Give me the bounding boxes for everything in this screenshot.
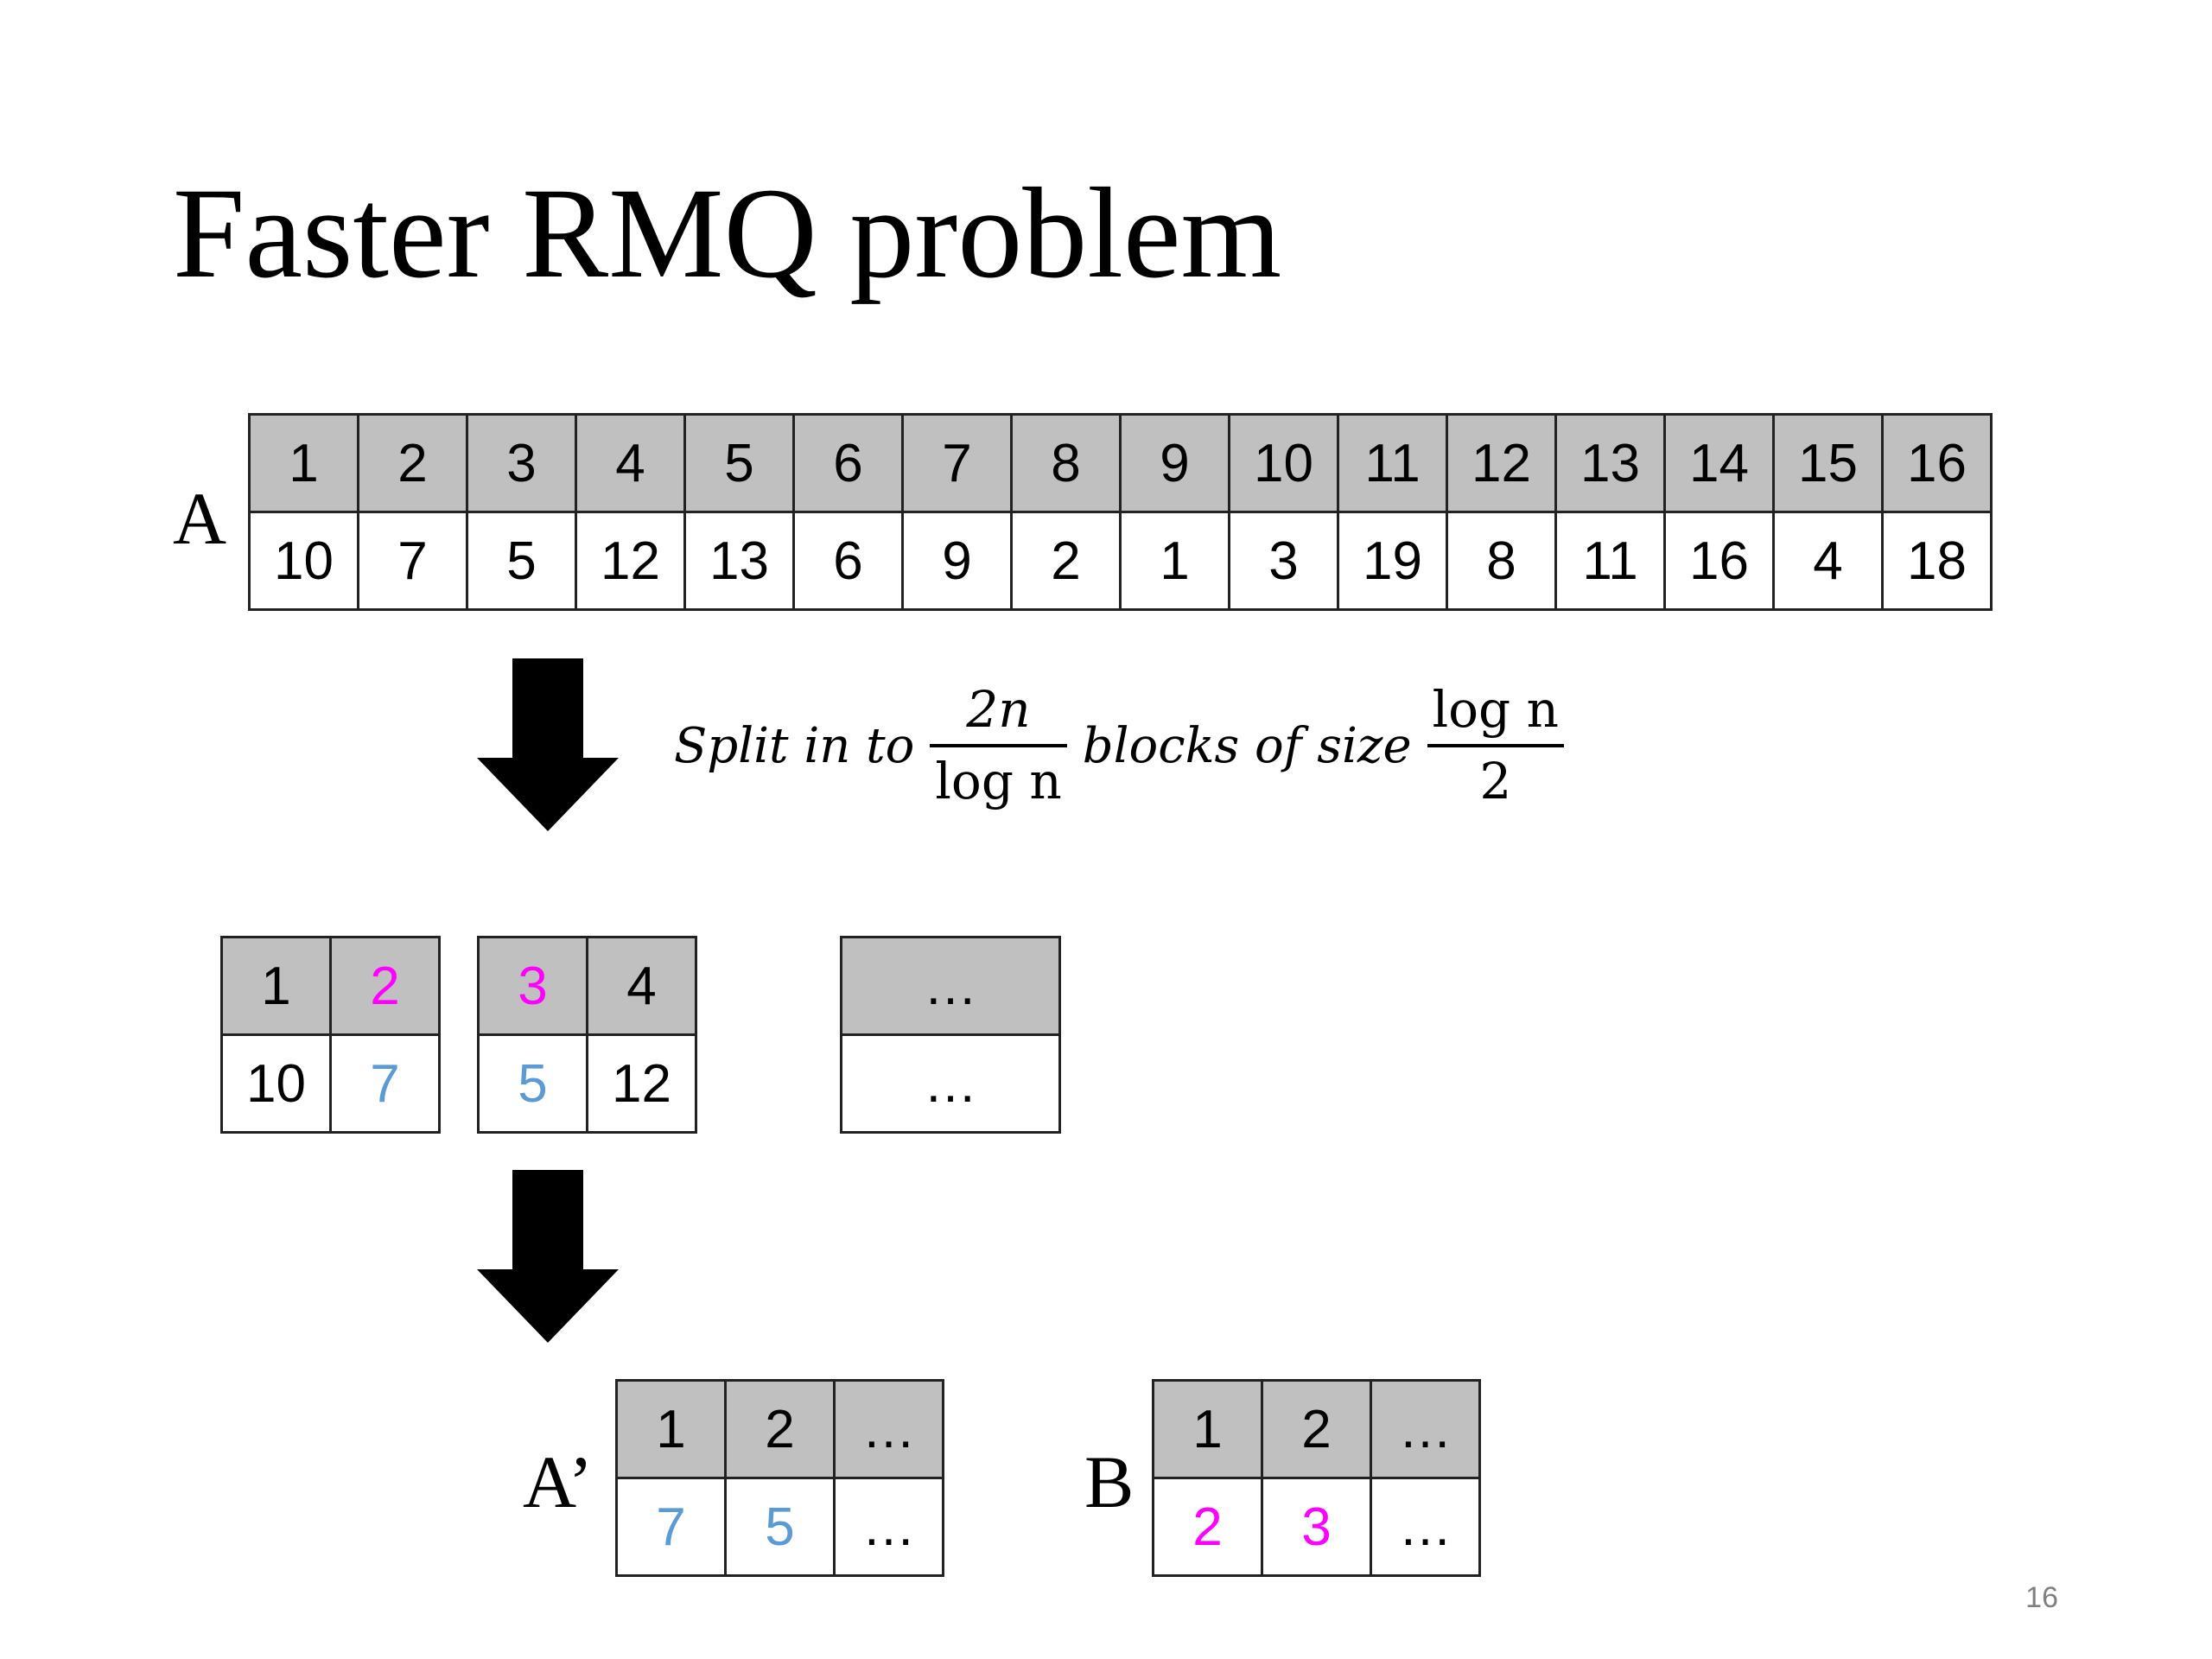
array-a-index-14: 14 [1663,413,1775,513]
fraction-blocks-count: 2n log n [930,680,1067,810]
array-a-prime-index-1: 1 [615,1379,727,1479]
block-2-value-2: 12 [586,1033,697,1134]
array-a-prime-value-2: 5 [724,1477,836,1577]
array-a-value-10: 3 [1228,511,1339,611]
array-a-prime-value-ellipsis: … [833,1477,944,1577]
block-2-index-2: 4 [586,936,697,1036]
array-a-value-7: 9 [901,511,1013,611]
array-a-index-5: 5 [683,413,795,513]
array-b-label: B [1084,1440,1135,1523]
fraction-2-denominator: 2 [1479,752,1512,810]
fraction-1-numerator: 2n [966,680,1031,740]
block-2-value-1: 5 [477,1033,588,1134]
array-a-index-6: 6 [792,413,904,513]
array-a-index-4: 4 [575,413,686,513]
down-arrow-icon [477,658,619,831]
array-a-index-7: 7 [901,413,1013,513]
array-a-prime-table: 1 2 … 7 5 … [615,1379,944,1577]
array-a-index-2: 2 [357,413,468,513]
array-a-value-16: 18 [1881,511,1993,611]
split-prefix-text: Split in to [674,717,915,774]
slide-title: Faster RMQ problem [173,162,1282,305]
split-middle-text: blocks of size [1082,717,1412,774]
block-1-index-1: 1 [220,936,332,1036]
array-b-table: 1 2 … 2 3 … [1152,1379,1481,1577]
array-a-value-3: 5 [466,511,577,611]
array-b-value-1: 2 [1152,1477,1263,1577]
array-a-index-13: 13 [1554,413,1666,513]
block-2-index-1: 3 [477,936,588,1036]
block-1-value-1: 10 [220,1033,332,1134]
array-a-value-12: 8 [1446,511,1557,611]
array-b-index-1: 1 [1152,1379,1263,1479]
array-a-value-11: 19 [1337,511,1448,611]
fraction-2-bar [1427,744,1564,747]
block-ellipsis-value: … [840,1033,1061,1134]
array-a-index-16: 16 [1881,413,1993,513]
array-b-index-ellipsis: … [1370,1379,1481,1479]
array-a-value-14: 16 [1663,511,1775,611]
array-b-index-2: 2 [1261,1379,1372,1479]
array-a-prime-index-2: 2 [724,1379,836,1479]
array-a-prime-value-1: 7 [615,1477,727,1577]
array-a-index-10: 10 [1228,413,1339,513]
array-a-value-4: 12 [575,511,686,611]
block-2-table: 3 4 5 12 [477,936,697,1134]
array-a-value-6: 6 [792,511,904,611]
array-a-index-1: 1 [248,413,359,513]
array-a-index-15: 15 [1772,413,1884,513]
block-1-table: 1 2 10 7 [220,936,441,1134]
array-a-value-8: 2 [1010,511,1122,611]
array-a-value-2: 7 [357,511,468,611]
array-a-label: A [173,477,227,560]
block-1-value-2: 7 [329,1033,441,1134]
array-a-prime-label: A’ [523,1440,594,1523]
array-b-value-2: 3 [1261,1477,1372,1577]
block-ellipsis-table: … … [840,936,1061,1134]
array-a-index-12: 12 [1446,413,1557,513]
fraction-2-numerator: log n [1432,680,1559,740]
array-a-value-5: 13 [683,511,795,611]
block-1-index-2: 2 [329,936,441,1036]
fraction-1-bar [930,744,1067,747]
array-a-index-11: 11 [1337,413,1448,513]
array-a-value-9: 1 [1119,511,1230,611]
array-a-index-8: 8 [1010,413,1122,513]
block-ellipsis-index: … [840,936,1061,1036]
fraction-1-denominator: log n [935,752,1062,810]
array-a-index-3: 3 [466,413,577,513]
array-a-value-1: 10 [248,511,359,611]
array-a-index-9: 9 [1119,413,1230,513]
page-number: 16 [2025,1581,2058,1614]
array-a-value-13: 11 [1554,511,1666,611]
split-description: Split in to 2n log n blocks of size log … [674,672,1580,819]
fraction-block-size: log n 2 [1427,681,1564,810]
array-a-table: 1 2 3 4 5 6 7 8 9 10 11 12 13 14 15 16 1… [248,413,1993,611]
array-a-prime-index-ellipsis: … [833,1379,944,1479]
down-arrow-icon [477,1170,619,1343]
array-a-value-15: 4 [1772,511,1884,611]
array-b-value-ellipsis: … [1370,1477,1481,1577]
